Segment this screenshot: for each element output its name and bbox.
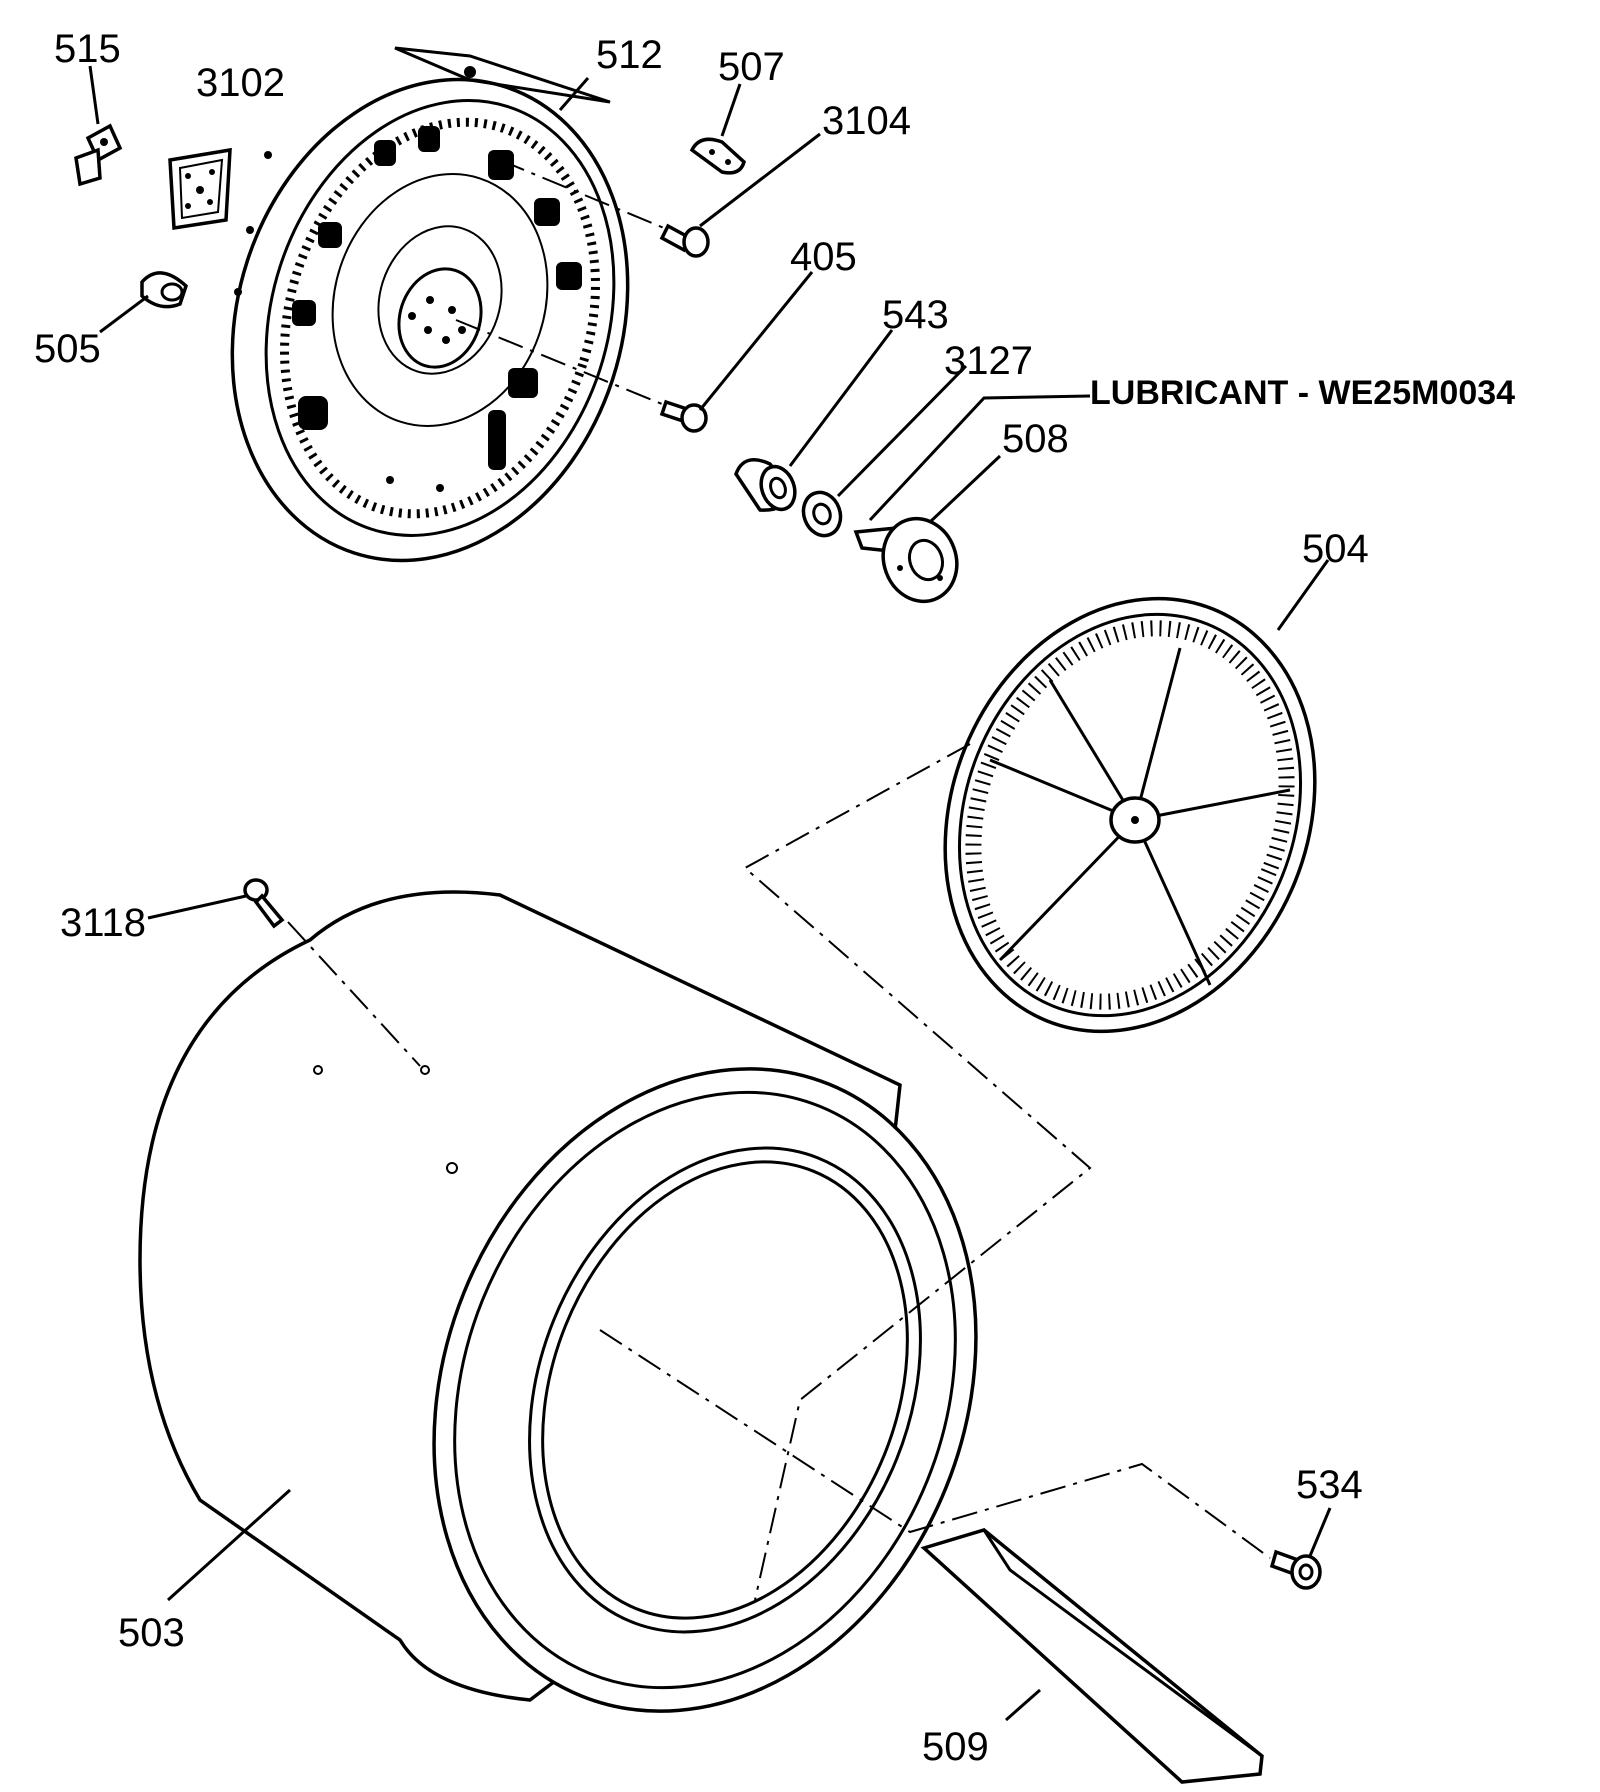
screw-3118 <box>243 878 285 929</box>
label-3127: 3127 <box>944 339 1033 383</box>
label-503: 503 <box>118 1611 185 1655</box>
label-3118: 3118 <box>60 901 146 945</box>
screw-534 <box>1269 1549 1322 1590</box>
label-508: 508 <box>1002 417 1069 461</box>
bushing-505 <box>140 271 189 309</box>
washer-3127 <box>801 490 843 538</box>
label-505: 505 <box>34 327 101 371</box>
rear-bulkhead-512 <box>230 46 630 563</box>
label-509: 509 <box>922 1725 989 1769</box>
bracket-507 <box>689 137 746 175</box>
label-405: 405 <box>790 235 857 279</box>
part-labels: 515 3102 512 507 3104 505 405 543 3127 L… <box>34 27 1515 1769</box>
clip-515 <box>74 123 123 187</box>
screw-3104 <box>659 223 710 258</box>
label-504: 504 <box>1302 527 1369 571</box>
leader-lines <box>88 65 1332 1722</box>
label-3104: 3104 <box>822 99 911 143</box>
pad-3102 <box>168 147 232 231</box>
label-3102: 3102 <box>196 61 285 105</box>
screw-405 <box>659 399 708 433</box>
shaft-508 <box>853 516 959 604</box>
label-543: 543 <box>882 293 949 337</box>
drum-front-504 <box>943 596 1317 1034</box>
drum-cylinder-503 <box>138 890 978 1713</box>
lubricant-note: LUBRICANT - WE25M0034 <box>1090 374 1515 412</box>
label-507: 507 <box>718 45 785 89</box>
label-515: 515 <box>54 27 121 71</box>
label-512: 512 <box>596 33 663 77</box>
baffle-509 <box>920 1528 1264 1784</box>
bearing-543 <box>734 458 797 512</box>
alignment-lines <box>287 159 1271 1601</box>
label-534: 534 <box>1296 1463 1363 1507</box>
